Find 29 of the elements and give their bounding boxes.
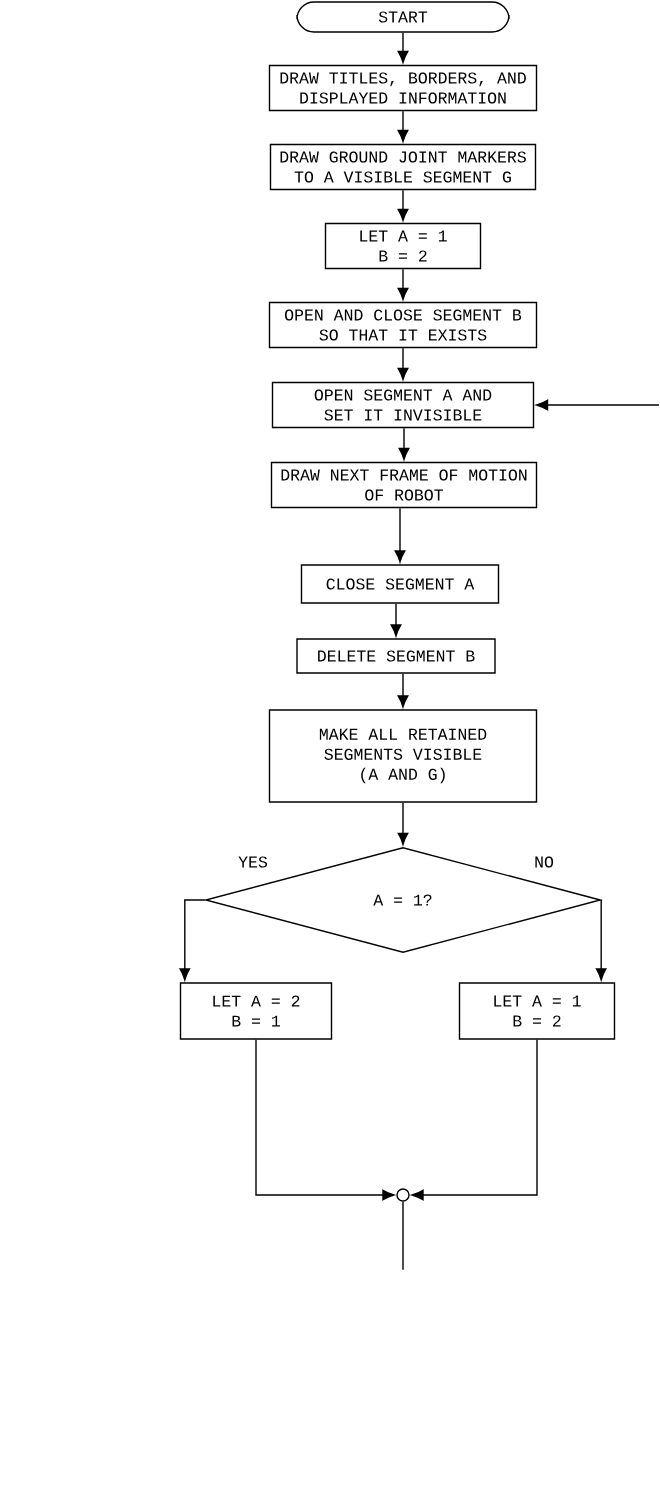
arrow [397,802,409,845]
process-box: MAKE ALL RETAINED SEGMENTS VISIBLE (A AND G) [268,709,538,803]
arrow [398,427,410,460]
process-box: DRAW TITLES, BORDERS, AND DISPLAYED INFORMATION [268,64,538,112]
edge-label: NO [533,855,555,869]
process-box: LET A = 1 B = 2 [324,222,482,270]
start-terminal: START [296,1,510,33]
arrow [394,507,406,563]
arrow [397,110,409,142]
process-box: OPEN AND CLOSE SEGMENT B SO THAT IT EXISTS [268,301,538,349]
arrow [411,1039,538,1201]
arrow [179,899,206,981]
edge-label: YES [237,855,269,869]
arrow [397,673,409,708]
arrow [390,603,402,637]
process-box: DRAW NEXT FRAME OF MOTION OF ROBOT [270,461,538,509]
arrow [595,899,607,981]
arrow [397,189,409,221]
process-box: LET A = 1 B = 2 [458,982,616,1040]
arrow [255,1039,395,1201]
process-box: DRAW GROUND JOINT MARKERS TO A VISIBLE SEGMENT G [269,143,537,191]
arrow [536,399,660,411]
process-box: OPEN SEGMENT A AND SET IT INVISIBLE [271,381,535,429]
arrow [397,347,409,380]
process-box: DELETE SEGMENT B [296,638,496,674]
arrow [397,268,409,300]
process-box: CLOSE SEGMENT A [300,564,500,604]
process-box: LET A = 2 B = 1 [179,982,333,1040]
arrow [397,32,409,63]
